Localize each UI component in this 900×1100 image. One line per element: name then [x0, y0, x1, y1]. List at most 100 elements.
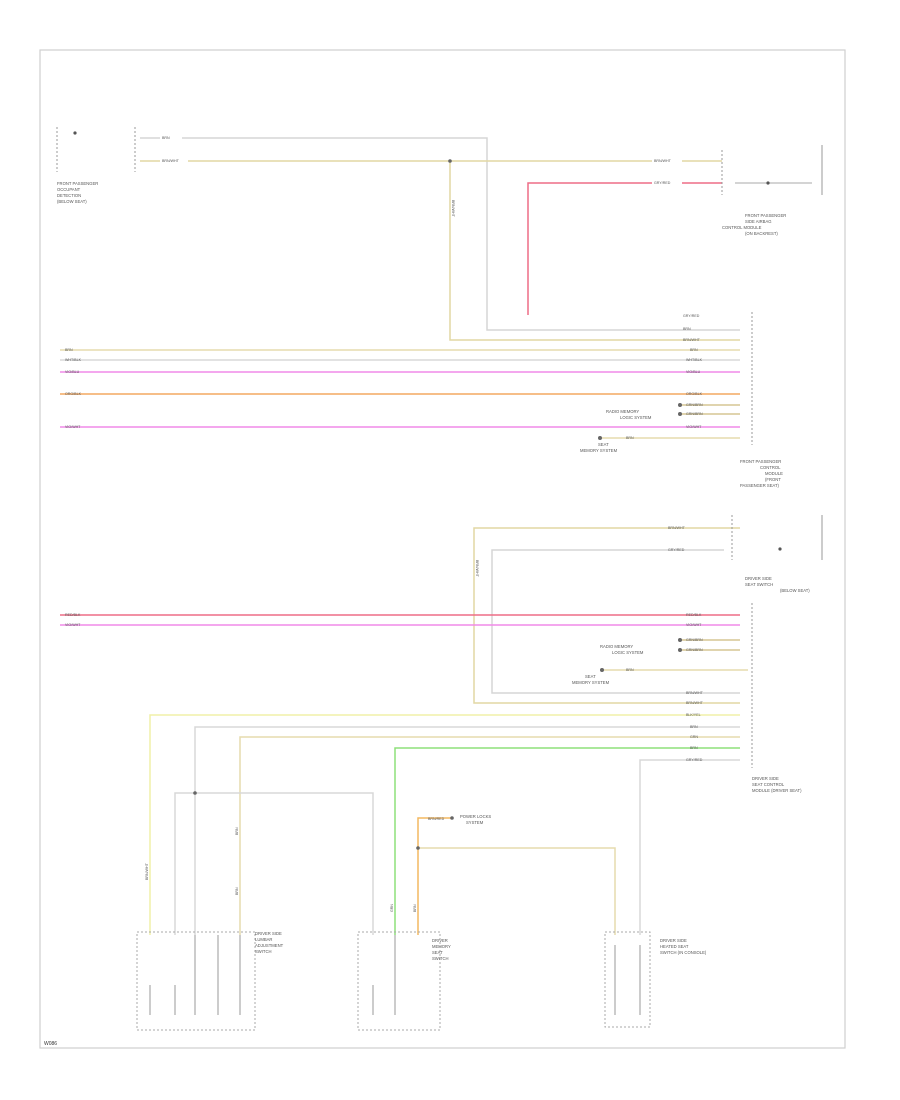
component-label: SEAT SWITCH [745, 582, 773, 587]
wire-label: VIO/BLU [686, 370, 701, 374]
junction-dot [598, 436, 602, 440]
component-heated-seat-switch: DRIVER SIDE HEATED SEAT SWITCH (IN CONSO… [604, 931, 707, 1028]
system-note: POWER LOCKS [460, 814, 491, 819]
wire-label-box [160, 157, 188, 163]
junction-dot [600, 668, 604, 672]
wire-label: GRY/RED [686, 758, 703, 762]
wire-label: GRY/RED [654, 181, 671, 185]
wire-label: GRN/BRN [686, 638, 703, 642]
component-lumbar-switch: DRIVER SIDE LUMBAR ADJUSTMENT SWITCH [136, 931, 284, 1031]
component-occupant-detection: FRONT PASSENGER OCCUPANT DETECTION (BELO… [56, 127, 136, 204]
junction-dot [193, 791, 197, 795]
component-label: SEAT [432, 950, 443, 955]
wire-label: BRN [235, 827, 239, 835]
wire-label: BRN [690, 725, 698, 729]
wire-label: BRN/WHT [686, 691, 704, 695]
component-label: CONTROL [760, 465, 781, 470]
component-label: (BELOW SEAT) [780, 588, 810, 593]
junction-dot [678, 648, 682, 652]
wire-brn-low3 [639, 759, 740, 935]
component-label: DRIVER SIDE [745, 576, 772, 581]
wires [60, 137, 812, 935]
component-label: (BELOW SEAT) [57, 199, 87, 204]
wire-brn-wht-drop [449, 161, 740, 341]
component-driver-seat-switch: DRIVER SIDE SEAT SWITCH (BELOW SEAT) [731, 515, 823, 593]
component-label: CONTROL MODULE [722, 225, 762, 230]
wire-label: VIO/WHT [686, 425, 702, 429]
wire-label: ORG/BLK [65, 392, 82, 396]
wire-label: VIO/WHT [65, 623, 81, 627]
component-label: MEMORY [432, 944, 451, 949]
component-label: ADJUSTMENT [255, 943, 284, 948]
wire-brn-red [417, 817, 452, 935]
wire-label: BRN [690, 746, 698, 750]
wire-blk-yel [149, 714, 740, 935]
wire-label: WHT/BLK [686, 358, 703, 362]
wire-label: GRN/BRN [686, 412, 703, 416]
wire-label: BRN/WHT [145, 862, 149, 880]
system-note: LOGIC SYSTEM [620, 415, 652, 420]
wire-brn-top [140, 137, 740, 331]
wire-label: BRN [162, 136, 170, 140]
wire-label: BRN [683, 327, 691, 331]
wire-label: RED/BLK [686, 613, 702, 617]
wire-label: GRN/BRN [686, 648, 703, 652]
component-outline [604, 931, 651, 1028]
junction-dot [450, 816, 454, 820]
wire-gry-red-top [527, 182, 722, 315]
component-label: FRONT PASSENGER [57, 181, 98, 186]
system-note: MEMORY SYSTEM [580, 448, 618, 453]
wire-label: ORG/BLK [686, 392, 703, 396]
component-label: MODULE (DRIVER SEAT) [752, 788, 802, 793]
wire-label-box [652, 179, 682, 185]
wire-label: BRN/WHT [451, 200, 455, 218]
wire-label: BRN [413, 904, 417, 912]
component-label: SWITCH (IN CONSOLE) [660, 950, 707, 955]
component-label: DRIVER SIDE [752, 776, 779, 781]
system-note: SYSTEM [466, 820, 484, 825]
component-label: PASSENGER SEAT) [740, 483, 780, 488]
wire-brn-mem [174, 792, 374, 935]
wire-label: BRN [65, 348, 73, 352]
system-note: MEMORY SYSTEM [572, 680, 610, 685]
wire-brn-heat [418, 847, 616, 935]
junction-dot [448, 159, 452, 163]
wire-label: GRN [690, 735, 698, 739]
wire-label: BRN/WHT [668, 526, 686, 530]
component-outline [357, 931, 441, 1031]
wire-label: BRN/RED [428, 817, 445, 821]
junction-dot [678, 638, 682, 642]
junction-dot [678, 412, 682, 416]
wire-grn-low [394, 747, 740, 935]
component-label: DETECTION [57, 193, 81, 198]
component-side-airbag-module: FRONT PASSENGER SIDE AIRBAG CONTROL MODU… [721, 145, 823, 236]
wire-label: VIO/WHT [65, 425, 81, 429]
junction-dot [416, 846, 420, 850]
component-label: OCCUPANT [57, 187, 81, 192]
component-driver-seat-module: DRIVER SIDE SEAT CONTROL MODULE (DRIVER … [751, 603, 802, 793]
diagram-frame [39, 49, 846, 1049]
wire-label-box [160, 134, 182, 140]
wire-label: BRN [690, 348, 698, 352]
component-label: SIDE AIRBAG [745, 219, 772, 224]
component-label: (ON BACKREST) [745, 231, 778, 236]
terminal-icon [778, 547, 782, 551]
component-label: FRONT PASSENGER [745, 213, 786, 218]
component-label: HEATED SEAT [660, 944, 689, 949]
wire-label: WHT/BLK [65, 358, 82, 362]
wire-label: BRN/WHT [686, 701, 704, 705]
component-label: (FRONT [765, 477, 781, 482]
junction-dot [678, 403, 682, 407]
wire-label: BRN/WHT [162, 159, 180, 163]
wire-label-box [652, 157, 682, 163]
system-note: SEAT [598, 442, 609, 447]
system-note: SEAT [585, 674, 596, 679]
component-outline [136, 931, 256, 1031]
diagram-code: W086 [44, 1041, 57, 1047]
component-label: MODULE [765, 471, 783, 476]
system-note: RADIO MEMORY [606, 409, 639, 414]
wire-gry-red-mid [491, 549, 740, 694]
system-note: LOGIC SYSTEM [612, 650, 644, 655]
component-label: DRIVER [432, 938, 448, 943]
terminal-icon [766, 181, 770, 185]
